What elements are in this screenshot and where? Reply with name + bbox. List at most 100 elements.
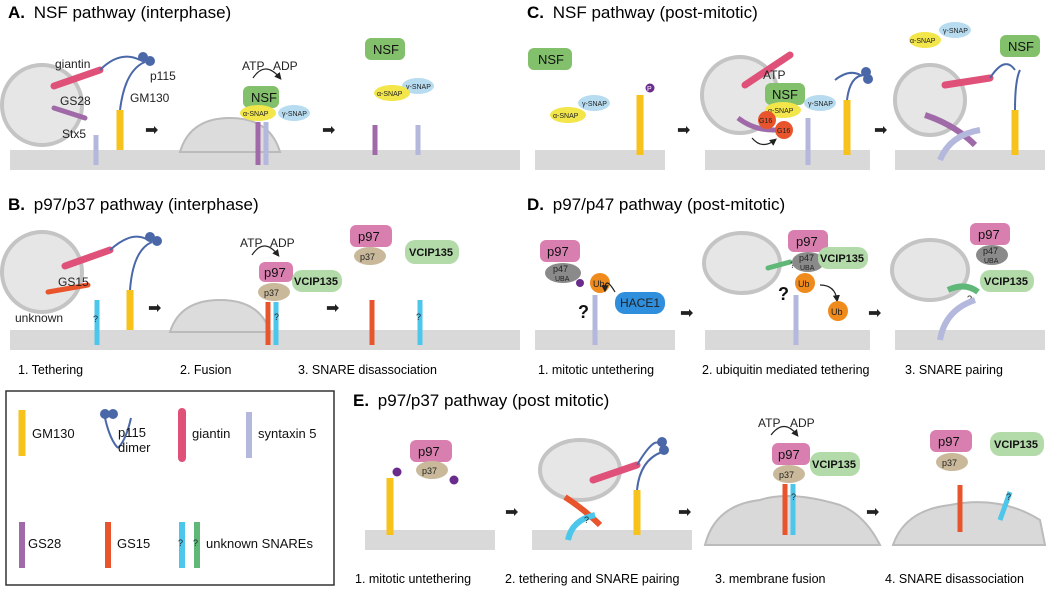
atp-hydrolysis-arrow [252, 68, 282, 80]
atp-label: ATP [242, 59, 264, 73]
vcip135-label: VCIP135 [409, 247, 453, 259]
alpha-snap-shape [374, 85, 410, 101]
nsf-box [365, 38, 405, 60]
panel-a: A. NSF pathway (interphase) giantin p115… [0, 3, 520, 170]
step-arrow: ➡ [505, 504, 518, 521]
gs28-bar [51, 105, 88, 121]
p97-box [970, 223, 1010, 245]
p97-box [772, 443, 810, 465]
step-label: 1. mitotic untethering [538, 363, 654, 377]
ub-shape [795, 273, 815, 293]
legend-p115-swatch [117, 417, 132, 449]
membrane [705, 150, 870, 170]
legend-box [5, 390, 335, 586]
legend-p115-dimer: dimer [118, 440, 151, 455]
gamma-snap-label: γ-SNAP [406, 84, 431, 91]
nsf-label: NSF [373, 42, 399, 57]
p115-arm [989, 63, 1016, 79]
g16-shape [775, 121, 793, 139]
vcip135-box [292, 270, 342, 292]
panel-a-title: A. NSF pathway (interphase) [8, 3, 231, 22]
vcip135-box [810, 452, 860, 476]
p37-shape [936, 453, 968, 471]
alpha-snap-label: α-SNAP [768, 108, 794, 115]
unknown-question: ? [778, 284, 789, 304]
panel-c: C. NSF pathway (post-mitotic) NSF γ-SNAP… [527, 3, 1045, 170]
p97-box [930, 430, 972, 452]
uba-label: UBA [800, 265, 815, 272]
p37-shape [416, 461, 448, 479]
atp-label: ATP [240, 236, 262, 250]
unknown-question: ? [791, 492, 796, 502]
p115-arm [99, 55, 141, 71]
step-arrow: ➡ [680, 305, 693, 322]
p115-arm [1014, 69, 1021, 111]
gamma-snap-shape [402, 78, 434, 94]
panel-b: B. p97/p37 pathway (interphase) ? GS15 u… [0, 195, 520, 377]
step-arrow: ➡ [678, 504, 691, 521]
nsf-box [765, 83, 805, 105]
unknown-snare-bar [565, 512, 596, 541]
gamma-snap-shape [804, 95, 836, 111]
gs15-bar [563, 494, 603, 528]
p97-label: p97 [978, 227, 1000, 242]
uba-label: UBA [984, 258, 999, 265]
p115-arm [636, 451, 663, 491]
p115-arm [129, 241, 153, 291]
vcip135-box [818, 247, 868, 269]
p97-label: p97 [264, 265, 286, 280]
vcip135-box [980, 270, 1034, 292]
nsf-label: NSF [1008, 39, 1034, 54]
p115-head [657, 437, 667, 447]
nsf-box [243, 86, 279, 108]
vcip135-label: VCIP135 [294, 276, 338, 288]
p47-label: p47 [983, 246, 998, 256]
p115-head [152, 236, 162, 246]
ubiquitination-arrow [601, 282, 616, 293]
legend-unknown-snares: unknown SNAREs [206, 536, 313, 551]
legend-gs15: GS15 [117, 536, 150, 551]
vesicle [538, 438, 622, 502]
p97-box [540, 240, 580, 262]
p97-box [350, 225, 392, 247]
g16-label: G16 [777, 128, 790, 135]
unknown-question: ? [578, 302, 589, 322]
gamma-snap-label: γ-SNAP [582, 101, 607, 108]
nsf-label: NSF [772, 87, 798, 102]
membrane [532, 530, 692, 550]
step-arrow: ➡ [866, 504, 879, 521]
phospho-marker [392, 467, 402, 477]
p37-shape [773, 465, 805, 483]
step-arrow: ➡ [868, 305, 881, 322]
p47-shape [976, 245, 1008, 265]
gamma-snap-shape [578, 95, 610, 111]
vcip135-label: VCIP135 [984, 276, 1028, 288]
step-arrow: ➡ [677, 122, 690, 139]
vcip135-label: VCIP135 [812, 459, 856, 471]
giantin-bar [50, 66, 104, 90]
gamma-snap-label: γ-SNAP [808, 101, 833, 108]
p37-label: p37 [942, 458, 957, 468]
vesicle [893, 63, 967, 137]
unknown-label: unknown [15, 311, 63, 325]
legend-p115-swatch [104, 417, 119, 449]
adp-label: ADP [790, 416, 815, 430]
step-label: 2. ubiquitin mediated tethering [702, 363, 870, 377]
adp-label: ADP [270, 236, 295, 250]
gs28-label: GS28 [60, 94, 91, 108]
p37-label: p37 [422, 466, 437, 476]
atp-hydrolysis-arrow [251, 245, 280, 257]
alpha-snap-label: α-SNAP [910, 38, 936, 45]
p97-label: p97 [418, 444, 440, 459]
p115-head [659, 445, 669, 455]
legend-unknown-question: ? [193, 538, 198, 548]
atp-label: ATP [763, 68, 785, 82]
alpha-snap-label: α-SNAP [377, 91, 403, 98]
p115-arm [109, 235, 149, 251]
step-label: 3. membrane fusion [715, 572, 826, 586]
step-arrow: ➡ [326, 300, 339, 317]
phospho-marker [645, 83, 655, 93]
gs15-label: GS15 [58, 275, 89, 289]
membrane [895, 330, 1045, 350]
membrane [535, 150, 665, 170]
